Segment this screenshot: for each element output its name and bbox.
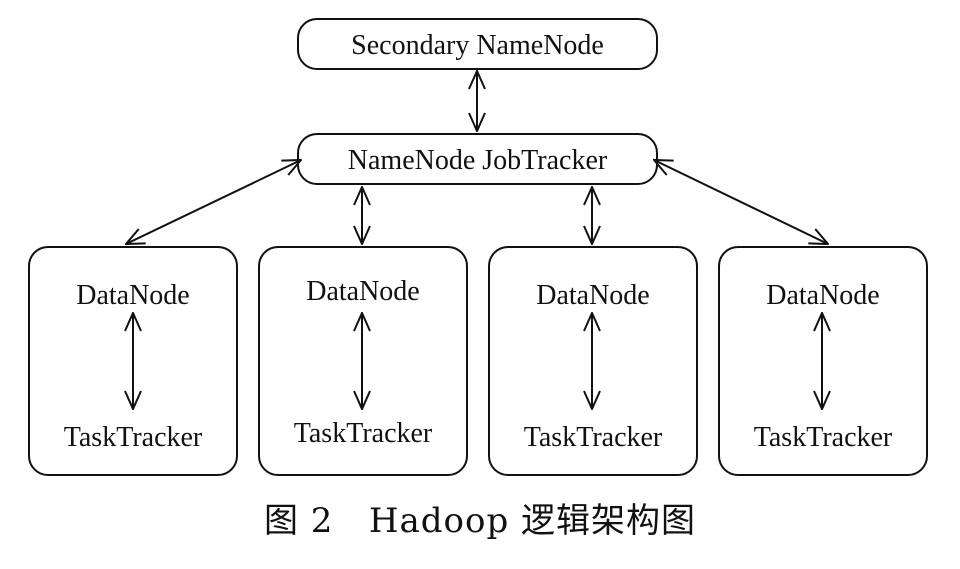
tasktracker-label: TaskTracker xyxy=(293,418,433,449)
datanode-label: DataNode xyxy=(76,280,190,311)
tasktracker-label: TaskTracker xyxy=(753,422,893,453)
arrow-master-to-node-1 xyxy=(126,160,301,244)
datanode-label: DataNode xyxy=(536,280,650,311)
secondary-namenode-box: Secondary NameNode xyxy=(297,18,658,70)
secondary-namenode-label: Secondary NameNode xyxy=(351,30,604,61)
datanode-label: DataNode xyxy=(766,280,880,311)
arrow-master-to-node-4 xyxy=(654,160,828,244)
tasktracker-label: TaskTracker xyxy=(63,422,203,453)
namenode-jobtracker-box: NameNode JobTracker xyxy=(297,133,658,185)
tasktracker-label: TaskTracker xyxy=(523,422,663,453)
namenode-jobtracker-label: NameNode JobTracker xyxy=(347,145,608,176)
figure-caption: 图 2 Hadoop 逻辑架构图 xyxy=(263,501,697,541)
datanode-label: DataNode xyxy=(306,276,420,307)
